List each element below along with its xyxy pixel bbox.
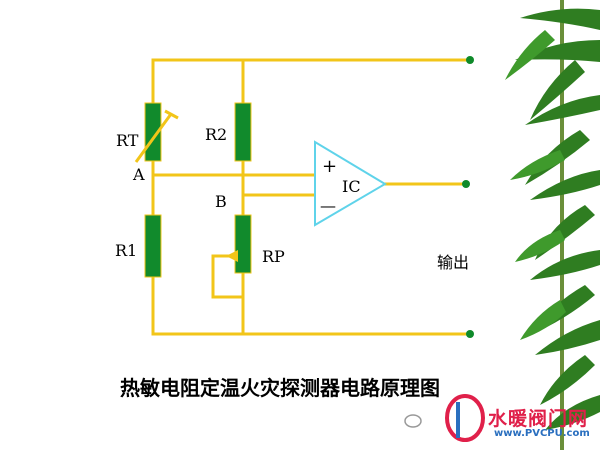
label-a: A — [132, 165, 145, 184]
resistor-r1 — [144, 214, 162, 278]
label-r1: R1 — [115, 241, 137, 260]
rp-wiper-arrow — [226, 250, 238, 262]
terminal-output — [462, 180, 470, 188]
label-b: B — [215, 192, 227, 211]
label-plus: + — [322, 156, 337, 177]
opamp-ic — [314, 140, 387, 227]
resistor-r2 — [234, 102, 252, 162]
wires — [151, 58, 472, 336]
potentiometer-rp — [234, 214, 252, 274]
label-rp: RP — [262, 247, 285, 266]
terminal-bottom — [466, 330, 474, 338]
diagram-caption: 热敏电阻定温火灾探测器电路原理图 — [120, 376, 440, 400]
label-ic: IC — [342, 177, 361, 196]
watermark-url: www.PVCPU.com — [494, 428, 590, 439]
label-rt: RT — [116, 131, 139, 150]
watermark-logo-icon — [404, 394, 485, 442]
rt-thermal-arrow — [134, 113, 173, 163]
terminal-top — [466, 56, 474, 64]
label-output: 输出 — [437, 253, 469, 272]
bamboo-decoration — [505, 0, 600, 450]
label-r2: R2 — [205, 125, 227, 144]
label-minus: — — [320, 196, 336, 215]
watermark-brand: 水暖阀门网 — [488, 408, 589, 430]
